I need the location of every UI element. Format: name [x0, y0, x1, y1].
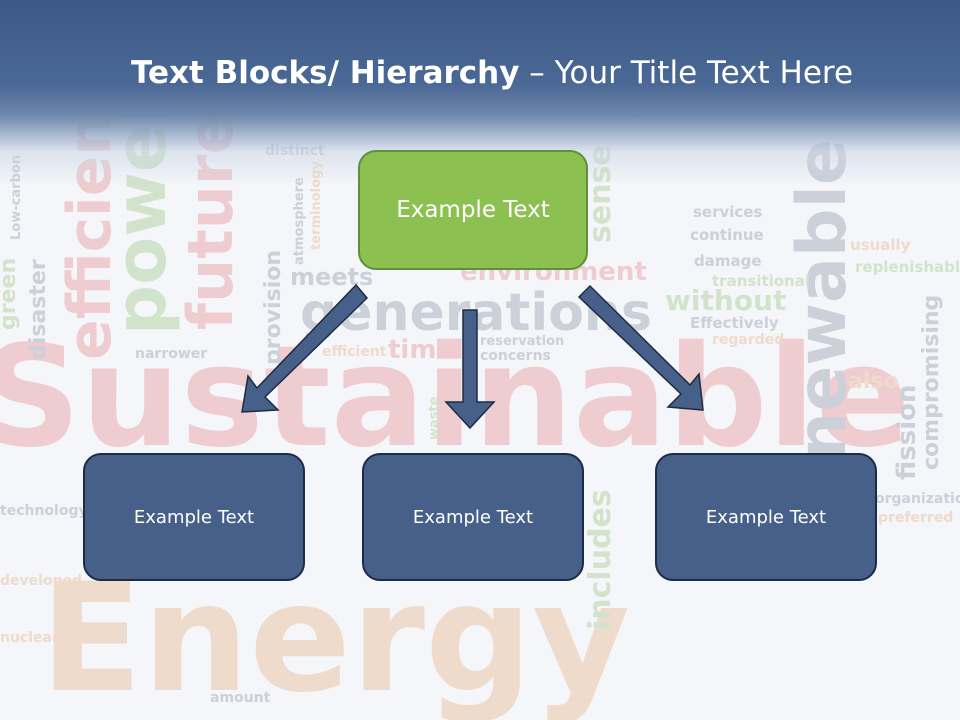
child-node-1: Example Text	[83, 453, 305, 581]
bg-word: provision	[261, 250, 286, 365]
bg-word: narrower	[135, 346, 207, 362]
title-bold: Text Blocks/ Hierarchy	[130, 55, 520, 91]
bg-word: preferred	[878, 510, 953, 526]
bg-word: reservation	[480, 334, 564, 349]
bg-word: services	[693, 203, 762, 221]
bg-word: damage	[694, 252, 762, 270]
root-node-label: Example Text	[396, 197, 550, 223]
bg-word: transitional	[712, 272, 810, 290]
bg-word: compromising	[919, 295, 944, 470]
bg-word: time	[388, 335, 454, 365]
child-node-label: Example Text	[412, 506, 534, 528]
child-node-label: Example Text	[133, 506, 255, 528]
bg-word: disaster	[26, 259, 51, 360]
bg-word: efficient	[322, 344, 387, 360]
bg-word: replenishable	[855, 258, 960, 276]
bg-word: amount	[210, 690, 271, 706]
arrow-left	[241, 283, 369, 413]
bg-word: concerns	[480, 348, 551, 364]
bg-word: regarded	[712, 332, 784, 348]
bg-word: continue	[690, 226, 764, 244]
bg-word: green	[0, 258, 21, 330]
bg-word: fission	[892, 384, 922, 480]
bg-word: without	[665, 284, 786, 317]
bg-word: organization	[875, 491, 960, 507]
bg-word: atmosphere	[292, 177, 307, 265]
title-subtitle: Your Title Text Here	[554, 55, 854, 91]
bg-word: usually	[850, 236, 911, 254]
child-node-label: Example Text	[705, 506, 827, 528]
bg-word: Sustainable	[0, 316, 911, 479]
arrow-right	[577, 284, 704, 411]
bg-word: also	[848, 369, 899, 394]
bg-word: meets	[290, 263, 373, 291]
bg-word: Effectively	[690, 314, 779, 332]
bg-word: technology	[0, 503, 88, 519]
bg-word: nuclear	[0, 630, 59, 646]
title-separator: –	[519, 55, 555, 91]
root-node: Example Text	[358, 150, 588, 270]
arrow-center	[444, 309, 496, 430]
child-node-3: Example Text	[655, 453, 877, 581]
bg-word: developed	[0, 573, 82, 589]
slide-title: Text Blocks/ Hierarchy – Your Title Text…	[0, 55, 960, 91]
child-node-2: Example Text	[362, 453, 584, 581]
bg-word: includes	[583, 489, 618, 630]
bg-word: waste	[427, 396, 442, 440]
